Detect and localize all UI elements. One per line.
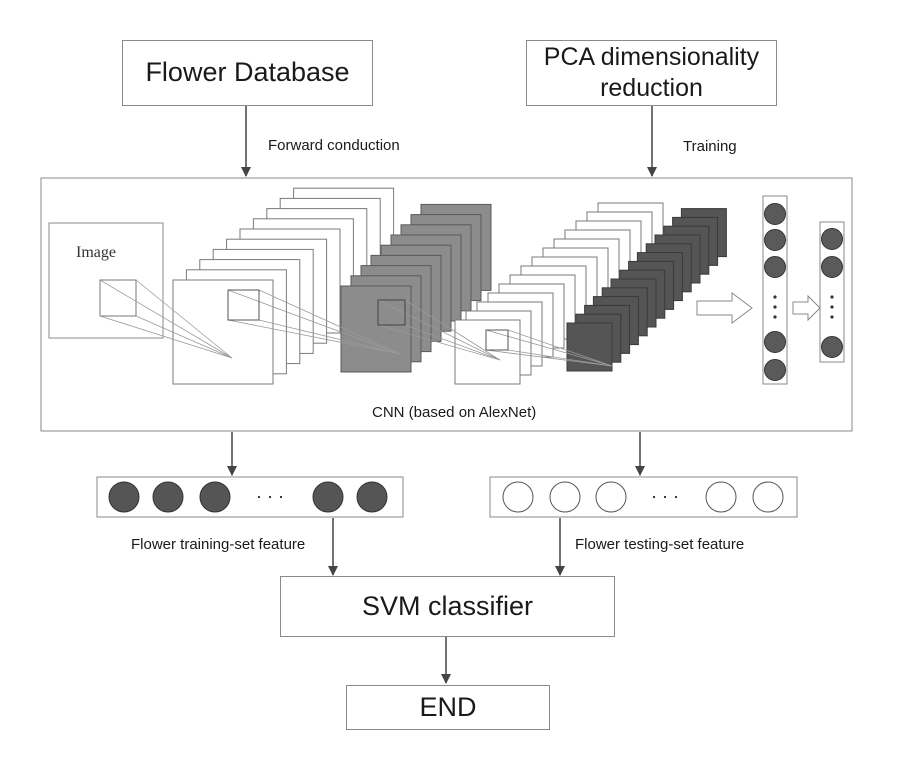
training-feature-circle bbox=[108, 481, 140, 513]
pca-label-line-1: PCA dimensionality bbox=[543, 42, 760, 71]
neuron bbox=[764, 359, 786, 381]
conv-stack-4 bbox=[566, 208, 727, 372]
training-label: Training bbox=[683, 138, 737, 155]
pca-node: PCA dimensionality reduction bbox=[526, 40, 777, 106]
training-feature-circle bbox=[312, 481, 344, 513]
svm-classifier-node: SVM classifier bbox=[280, 576, 615, 637]
cnn-caption: CNN (based on AlexNet) bbox=[372, 404, 537, 421]
neuron bbox=[821, 228, 843, 250]
forward-conduction-label: Forward conduction bbox=[268, 137, 400, 154]
image-label: Image bbox=[76, 244, 116, 261]
dense-layer-1-neurons bbox=[764, 203, 786, 381]
testing-feature-circles bbox=[502, 481, 784, 513]
neuron bbox=[821, 336, 843, 358]
hollow-arrow-1 bbox=[696, 292, 753, 324]
training-ellipsis: · · · bbox=[256, 486, 284, 506]
testing-ellipsis: · · · bbox=[651, 486, 679, 506]
stack2-layer bbox=[340, 285, 412, 373]
stack1-layer bbox=[172, 279, 274, 385]
end-label: END bbox=[419, 691, 477, 722]
testing-feature-circle bbox=[752, 481, 784, 513]
conv-stack-3 bbox=[454, 202, 664, 385]
training-feature-circle bbox=[356, 481, 388, 513]
training-feature-circle bbox=[199, 481, 231, 513]
flower-database-node: Flower Database bbox=[122, 40, 373, 106]
svm-label: SVM classifier bbox=[361, 590, 534, 621]
dense-layer-2-neurons bbox=[821, 228, 843, 358]
neuron bbox=[764, 229, 786, 251]
neuron bbox=[764, 256, 786, 278]
testing-feature-circle bbox=[595, 481, 627, 513]
testing-feature-circle bbox=[549, 481, 581, 513]
stack1-receptive-field bbox=[227, 289, 260, 321]
conv-stack-2 bbox=[340, 203, 492, 373]
testing-feature-circle bbox=[502, 481, 534, 513]
training-feature-circle bbox=[152, 481, 184, 513]
stack2-receptive-field bbox=[377, 299, 406, 326]
pca-label-line-2: reduction bbox=[600, 74, 703, 102]
hollow-arrow-2 bbox=[792, 294, 821, 322]
stack3-receptive-field bbox=[485, 329, 509, 351]
neuron bbox=[764, 331, 786, 353]
flow-arrows bbox=[227, 106, 657, 684]
training-feature-circles bbox=[108, 481, 388, 513]
testing-feature-label: Flower testing-set feature bbox=[575, 536, 745, 553]
training-feature-label: Flower training-set feature bbox=[131, 536, 306, 553]
dense-ellipsis bbox=[773, 295, 834, 319]
training-feature-row bbox=[96, 476, 404, 518]
flower-database-label: Flower Database bbox=[145, 57, 350, 88]
testing-feature-circle bbox=[705, 481, 737, 513]
end-node: END bbox=[346, 685, 550, 730]
projection-lines bbox=[99, 279, 613, 367]
neuron bbox=[821, 256, 843, 278]
testing-feature-row bbox=[489, 476, 798, 518]
neuron bbox=[764, 203, 786, 225]
